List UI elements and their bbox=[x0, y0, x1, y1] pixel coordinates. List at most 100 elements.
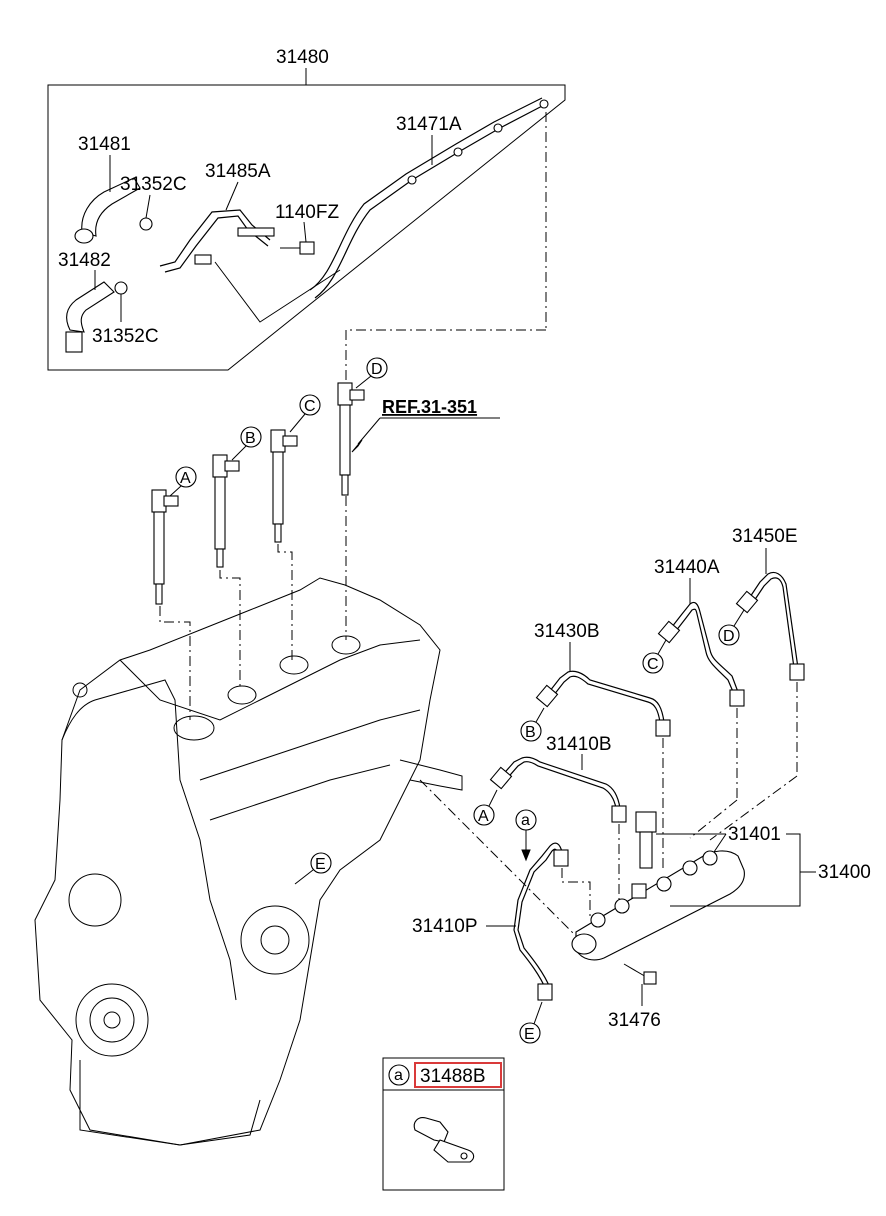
inset-outline bbox=[382, 1057, 505, 1191]
injector-c-connector bbox=[282, 435, 298, 447]
label-31400[interactable]: 31400 bbox=[818, 862, 871, 883]
pipe-31450e[interactable] bbox=[735, 571, 805, 681]
injector-bore-b bbox=[227, 685, 257, 705]
label-31481[interactable]: 31481 bbox=[78, 134, 131, 155]
hose-31482[interactable] bbox=[66, 281, 115, 333]
label-31476[interactable]: 31476 bbox=[608, 1010, 661, 1031]
label-1140fz[interactable]: 1140FZ bbox=[275, 202, 339, 223]
clip-bracket-31488b[interactable] bbox=[413, 1117, 475, 1163]
oil-pan bbox=[79, 1060, 261, 1146]
pipe-31410b-nut-top bbox=[489, 766, 513, 790]
lifting-eye bbox=[72, 682, 88, 698]
pipe-31430b-line-2 bbox=[549, 675, 661, 723]
outlet-pipe bbox=[399, 759, 463, 791]
rail-body bbox=[575, 850, 745, 961]
circle-e-pipe bbox=[519, 1022, 541, 1044]
pipe-31485a[interactable] bbox=[159, 209, 271, 267]
fuel-pump-pulley bbox=[240, 905, 310, 975]
circle-e-engine-label: E bbox=[315, 856, 326, 873]
injector-d[interactable] bbox=[337, 382, 365, 496]
injector-d-body bbox=[339, 404, 351, 476]
label-31482[interactable]: 31482 bbox=[58, 250, 111, 271]
common-rail-31400[interactable] bbox=[571, 850, 745, 961]
circle-e-engine bbox=[310, 852, 332, 874]
pipe-31430b-line bbox=[545, 670, 665, 723]
bracket-31485a-tab bbox=[237, 227, 275, 237]
injector-c[interactable] bbox=[270, 429, 298, 543]
rail-inlet bbox=[571, 933, 597, 955]
clip-tab bbox=[433, 1139, 475, 1163]
dash-31410p bbox=[561, 868, 591, 920]
label-31440a[interactable]: 31440A bbox=[654, 557, 720, 578]
dash-injector-a bbox=[159, 606, 191, 720]
label-31352c-bottom[interactable]: 31352C bbox=[92, 326, 159, 347]
pipe-31410p-nut-top bbox=[553, 849, 569, 867]
pipe-31410b-line-2 bbox=[503, 761, 617, 809]
circle-a-pipe-label: A bbox=[478, 808, 489, 825]
inset-circle-a bbox=[388, 1064, 410, 1086]
label-31471a[interactable]: 31471A bbox=[396, 114, 462, 135]
pipe-31430b[interactable] bbox=[535, 670, 671, 737]
circle-c-pipe bbox=[642, 652, 664, 674]
return-line-31471a[interactable] bbox=[314, 103, 547, 299]
leader-31485a bbox=[225, 181, 239, 211]
rail-port-1 bbox=[590, 912, 606, 928]
hose-31482-fitting bbox=[65, 331, 83, 353]
rail-port-5 bbox=[702, 850, 718, 866]
pipe-31410p-nut-bottom bbox=[537, 983, 553, 1001]
hose-31481[interactable] bbox=[81, 177, 141, 237]
circle-a-pipe bbox=[473, 804, 495, 826]
label-31485a[interactable]: 31485A bbox=[205, 161, 271, 182]
bracket-31485a bbox=[194, 254, 212, 265]
circle-b-pipe bbox=[520, 720, 542, 742]
block-line bbox=[209, 764, 391, 821]
pipe-31450e-line bbox=[747, 571, 799, 669]
pipe-31410b[interactable] bbox=[489, 756, 627, 823]
injector-b-connector bbox=[224, 460, 240, 472]
rail-port-3 bbox=[656, 876, 672, 892]
circle-a-injector bbox=[175, 466, 197, 488]
injector-b-nozzle bbox=[216, 548, 224, 568]
highlight-box-31488b bbox=[414, 1062, 502, 1088]
engine-outline bbox=[34, 577, 441, 1146]
label-ref-31-351[interactable]: REF.31-351 bbox=[382, 397, 477, 417]
ref-arrow bbox=[351, 439, 363, 453]
circle-d-pipe bbox=[718, 624, 740, 646]
leader-1140fz bbox=[303, 221, 307, 243]
head-gasket-line bbox=[199, 709, 421, 781]
label-31401[interactable]: 31401 bbox=[728, 824, 781, 845]
crank-pulley-middle bbox=[89, 997, 135, 1043]
arrow-circle-a-small bbox=[521, 849, 531, 862]
rail-pressure-sensor-31401[interactable] bbox=[635, 811, 657, 869]
label-31430b[interactable]: 31430B bbox=[534, 621, 600, 642]
leader-circle-b bbox=[231, 445, 247, 461]
clamp-31352c-bottom[interactable] bbox=[114, 281, 128, 295]
leader-circle-c-pipe bbox=[657, 639, 667, 655]
clamp-31352c-top[interactable] bbox=[139, 217, 153, 231]
bolt-1140fz-head[interactable] bbox=[299, 241, 315, 255]
pipe-31410p[interactable] bbox=[513, 842, 569, 1001]
label-31488b[interactable]: 31488B bbox=[420, 1066, 486, 1087]
timing-cover bbox=[61, 679, 237, 1001]
label-31410b[interactable]: 31410B bbox=[546, 734, 612, 755]
label-31480[interactable]: 31480 bbox=[276, 47, 329, 68]
fuel-pump-hub bbox=[260, 925, 290, 955]
pipe-31450e-nut-bottom bbox=[789, 663, 805, 681]
leader-circle-a-pipe bbox=[488, 789, 498, 807]
clip-body bbox=[413, 1117, 449, 1143]
label-31352c-top[interactable]: 31352C bbox=[120, 174, 187, 195]
bolt-31476[interactable] bbox=[623, 963, 657, 985]
injector-b[interactable] bbox=[212, 454, 240, 568]
pipe-31440a[interactable] bbox=[657, 601, 745, 707]
label-31410p[interactable]: 31410P bbox=[412, 916, 478, 937]
sensor-body bbox=[639, 831, 653, 869]
pipe-31430b-nut-top bbox=[535, 684, 559, 708]
label-31450e[interactable]: 31450E bbox=[732, 526, 798, 547]
injector-c-nozzle bbox=[274, 523, 282, 543]
circle-d-injector bbox=[366, 357, 388, 379]
pipe-31430b-nut-bottom bbox=[655, 719, 671, 737]
circle-e-pipe-label: E bbox=[524, 1026, 535, 1043]
injector-a[interactable] bbox=[151, 489, 179, 605]
bolt-31476-head bbox=[643, 971, 657, 985]
